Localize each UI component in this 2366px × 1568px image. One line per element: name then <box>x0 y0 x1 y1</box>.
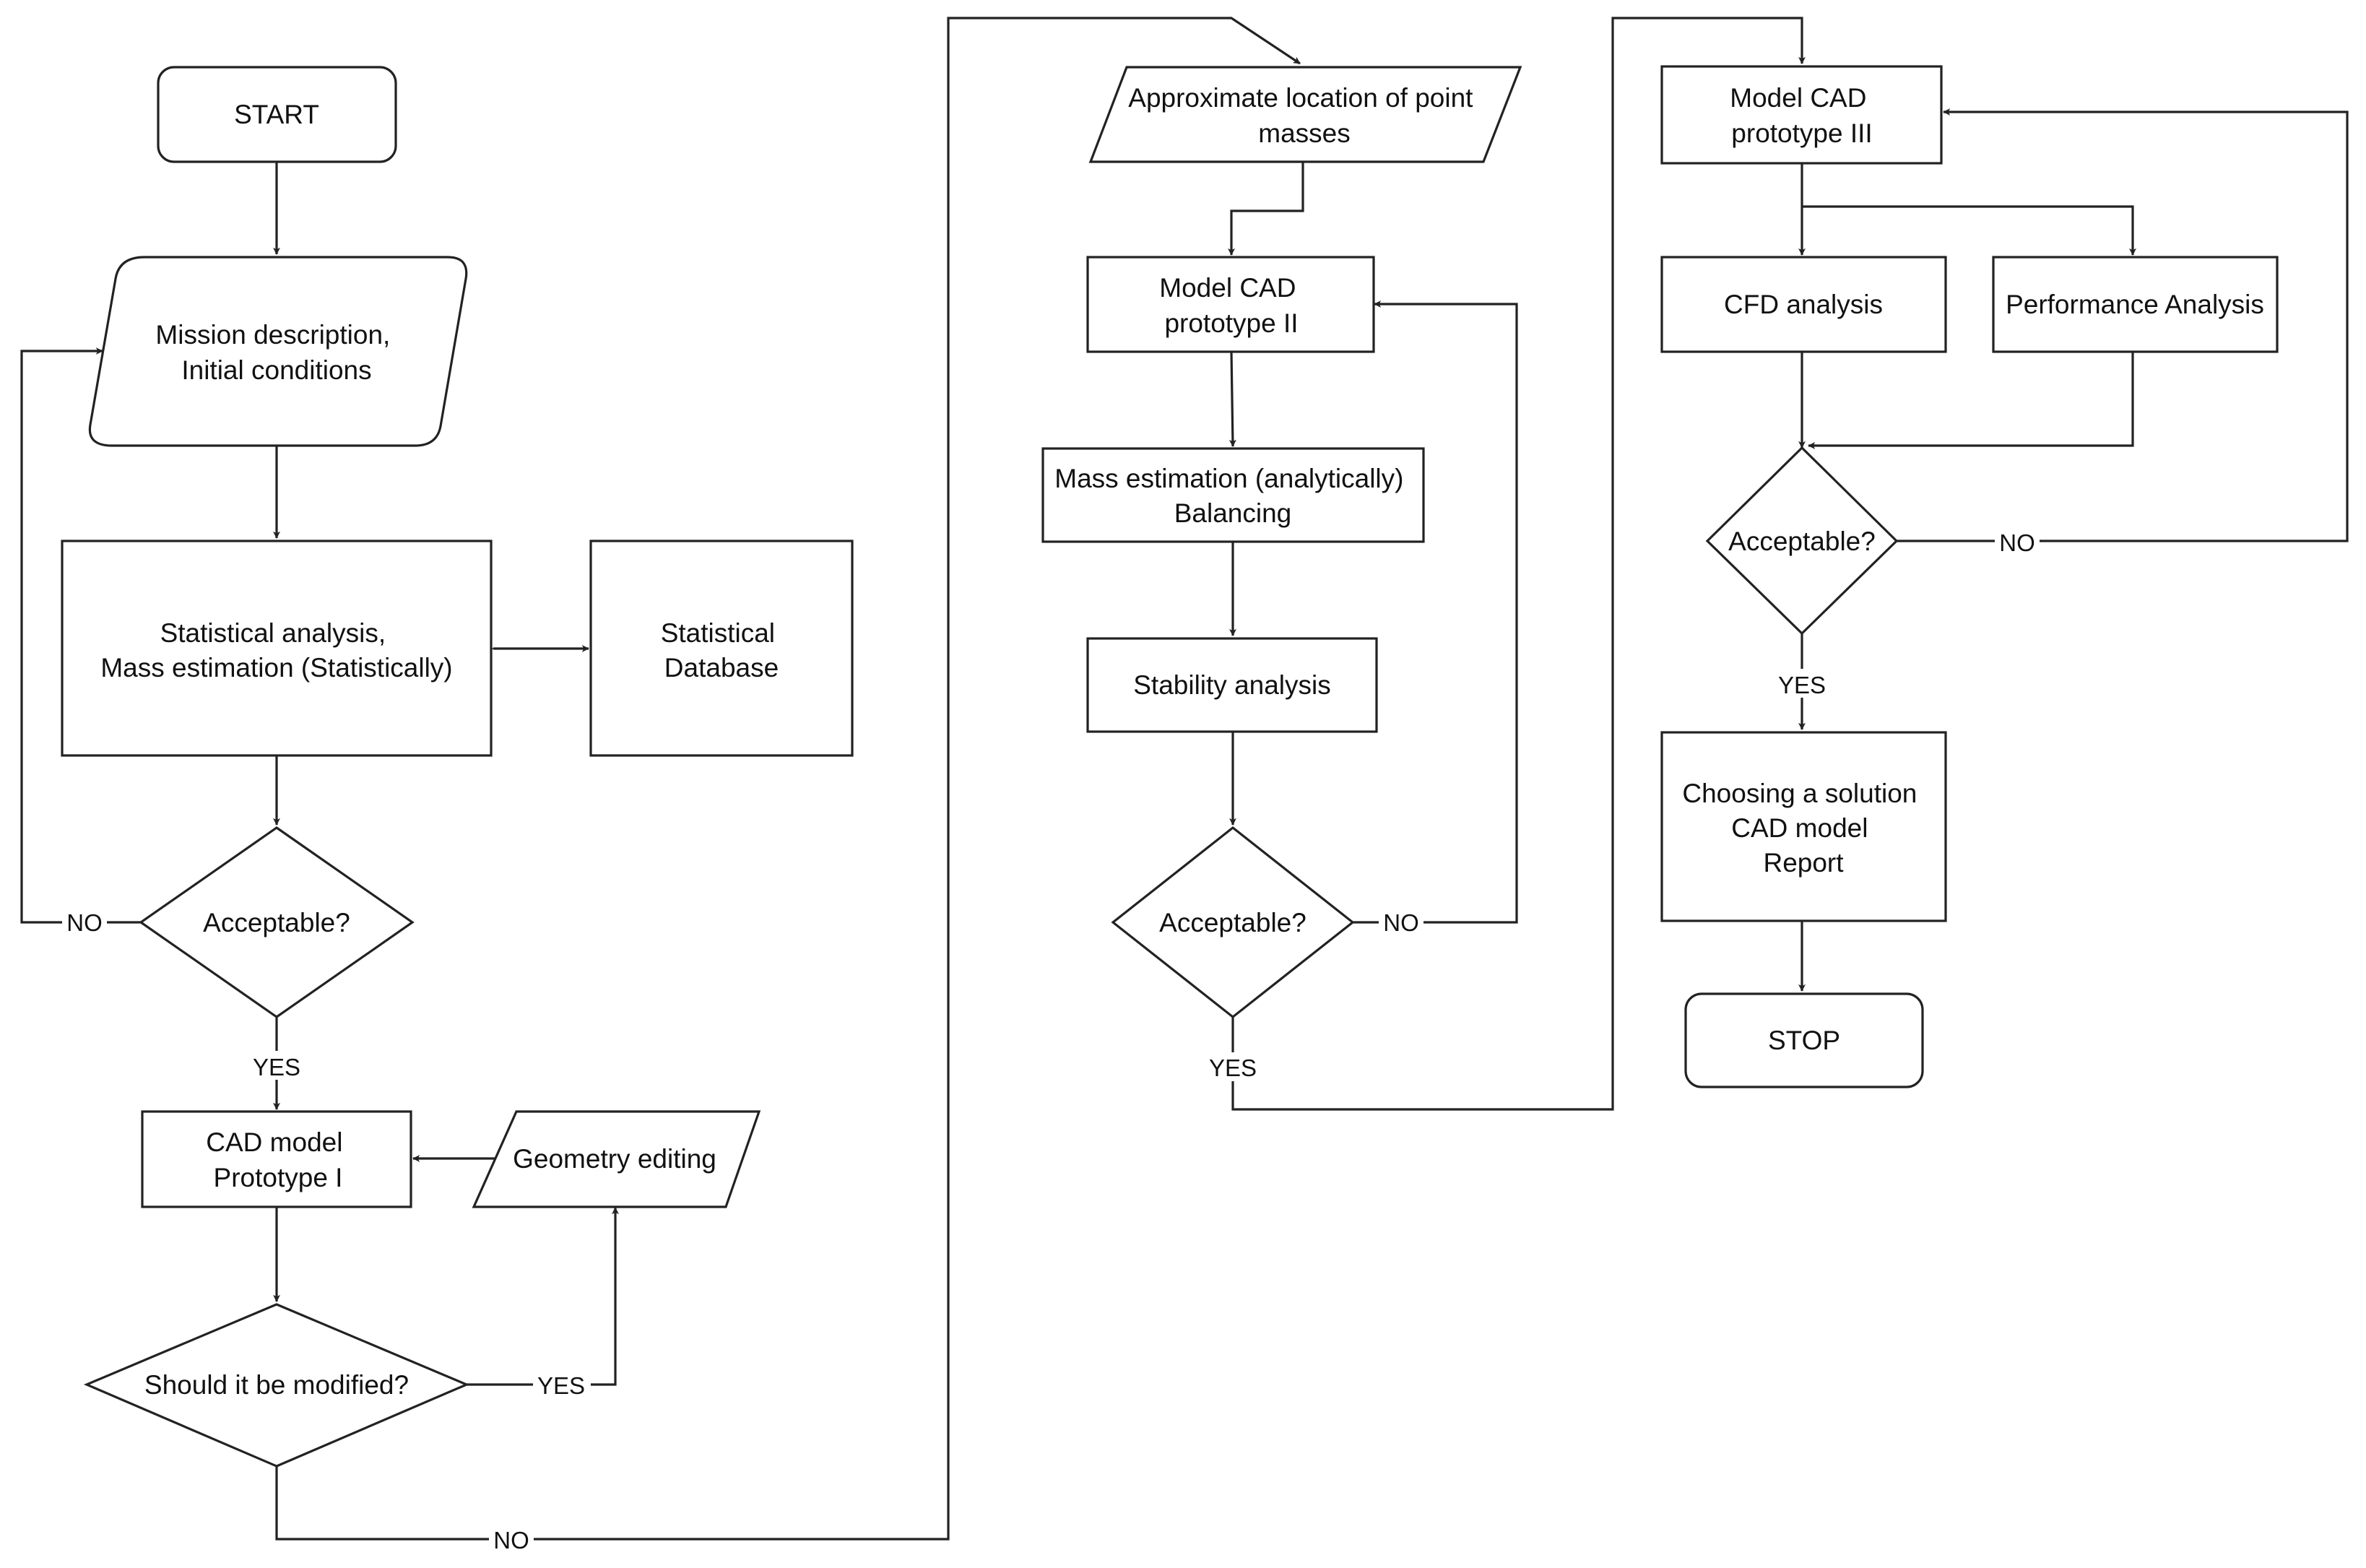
geom-edit-data-shape[interactable] <box>472 1110 761 1208</box>
no1-label: NO <box>66 909 103 936</box>
yes-modify-label: YES <box>537 1372 585 1399</box>
stability-label: Stability analysis <box>1133 670 1331 700</box>
cad3-label: Model CAD prototype III <box>1730 83 1873 148</box>
points-label: Approximate location of point masses <box>1128 83 1480 148</box>
cad3-process[interactable] <box>1660 65 1943 165</box>
start-terminal[interactable] <box>157 66 397 163</box>
cfd-process[interactable] <box>1660 256 1947 353</box>
stop-label: STOP <box>1768 1026 1840 1055</box>
stat-db-label: Statistical Database <box>661 618 783 683</box>
yes3-label: YES <box>1778 672 1826 698</box>
no2-label: NO <box>1383 909 1419 936</box>
mass-est-process[interactable] <box>1041 447 1425 543</box>
points-data-shape[interactable] <box>1088 66 1522 163</box>
cad2-process[interactable] <box>1086 256 1375 353</box>
no3-label: NO <box>1999 529 2035 556</box>
edge-labels: NO YES YES NO NO YES NO YES <box>62 527 2040 1554</box>
edges <box>20 17 2349 1541</box>
choose-label: Choosing a solution CAD model Report <box>1682 779 1924 878</box>
modify-decision[interactable] <box>83 1303 470 1468</box>
mission-data-shape[interactable] <box>88 256 468 447</box>
yes1-label: YES <box>253 1054 300 1080</box>
cad1-label: CAD model Prototype I <box>206 1127 350 1192</box>
stop-terminal[interactable] <box>1684 992 1924 1088</box>
stat-db-process[interactable] <box>589 540 854 757</box>
cad1-process[interactable] <box>141 1110 412 1208</box>
edge-cad3-perf <box>1802 205 2136 256</box>
yes2-label: YES <box>1209 1054 1257 1081</box>
accept2-decision[interactable] <box>1111 826 1355 1019</box>
edge-modify-yes <box>467 1207 619 1386</box>
edge-cad2-mass <box>1228 351 1236 447</box>
stat-analysis-process[interactable] <box>61 540 493 757</box>
accept3-decision[interactable] <box>1705 446 1899 636</box>
choose-process[interactable] <box>1660 731 1947 922</box>
cad2-label: Model CAD prototype II <box>1159 273 1303 338</box>
perf-label: Performance Analysis <box>2006 290 2264 319</box>
nodes <box>61 65 2279 1468</box>
node-labels: START Mission description, Initial condi… <box>100 83 2264 1400</box>
accept1-decision[interactable] <box>139 826 415 1018</box>
mission-label: Mission description, Initial conditions <box>155 320 397 385</box>
mass-est-label: Mass estimation (analytically) Balancing <box>1054 464 1411 528</box>
stat-analysis-label: Statistical analysis, Mass estimation (S… <box>100 618 452 683</box>
perf-process[interactable] <box>1992 256 2279 353</box>
accept1-label: Acceptable? <box>203 908 350 937</box>
edge-points-cad2 <box>1228 162 1304 256</box>
edge-accept3-no-loop <box>1897 108 2349 542</box>
stability-process[interactable] <box>1086 637 1378 733</box>
accept2-label: Acceptable? <box>1159 908 1306 937</box>
edge-accept2-yes <box>1231 17 1806 1111</box>
no-modify-label: NO <box>493 1527 529 1554</box>
accept3-label: Acceptable? <box>1728 527 1876 556</box>
edge-accept2-no-loop <box>1353 300 1518 924</box>
geom-edit-label: Geometry editing <box>513 1144 716 1174</box>
start-label: START <box>234 100 319 129</box>
cfd-label: CFD analysis <box>1724 290 1883 319</box>
edge-modify-no <box>275 17 1301 1541</box>
edge-perf-accept3 <box>1808 352 2134 449</box>
modify-label: Should it be modified? <box>144 1370 409 1400</box>
